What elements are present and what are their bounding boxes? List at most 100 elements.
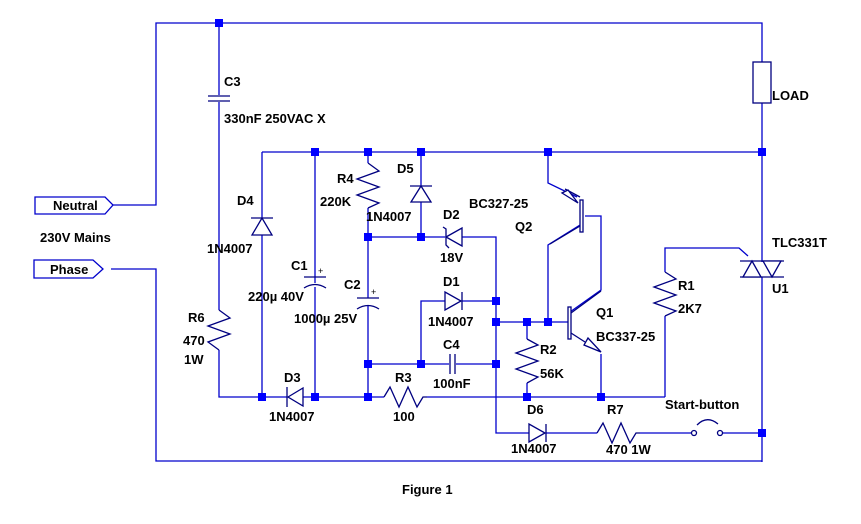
q2-value: BC327-25	[469, 196, 528, 211]
junction	[492, 318, 500, 326]
port-phase-label: Phase	[50, 262, 88, 277]
r3-value: 100	[393, 409, 415, 424]
transistor-q2	[549, 188, 584, 245]
wire-r1-gate	[664, 247, 749, 272]
c1-ref: C1	[291, 258, 308, 273]
transistor-q1	[567, 290, 602, 353]
junction	[364, 360, 372, 368]
figure-caption: Figure 1	[402, 482, 453, 497]
junction	[364, 233, 372, 241]
diode-d3	[286, 386, 304, 408]
r7-ref: R7	[607, 402, 624, 417]
junction	[311, 148, 319, 156]
c2-ref: C2	[344, 277, 361, 292]
svg-text:+: +	[371, 287, 376, 297]
wire-neutral	[113, 22, 763, 206]
start-button-label: Start-button	[665, 397, 739, 412]
q2-ref: Q2	[515, 219, 532, 234]
junction	[523, 318, 531, 326]
junction	[417, 148, 425, 156]
junctions	[215, 19, 766, 437]
d5-ref: D5	[397, 161, 414, 176]
resistor-r7	[596, 421, 640, 445]
diode-d4	[250, 216, 274, 236]
start-button-switch[interactable]	[690, 419, 724, 437]
d2-ref: D2	[443, 207, 460, 222]
junction	[492, 297, 500, 305]
capacitor-c4	[449, 354, 456, 374]
junction	[597, 393, 605, 401]
wire-d2-right	[462, 236, 529, 434]
r4-value: 220K	[320, 194, 352, 209]
resistor-r3	[383, 385, 427, 409]
r3-ref: R3	[395, 370, 412, 385]
r4-ref: R4	[337, 171, 354, 186]
junction	[364, 393, 372, 401]
capacitor-c2: +	[356, 287, 380, 310]
junction	[544, 318, 552, 326]
junction	[364, 148, 372, 156]
triac-u1	[740, 259, 784, 279]
junction	[258, 393, 266, 401]
d3-value: 1N4007	[269, 409, 315, 424]
d6-ref: D6	[527, 402, 544, 417]
diode-d1	[444, 290, 463, 312]
resistor-r2	[514, 338, 540, 384]
c1-value: 220µ 40V	[248, 289, 304, 304]
d2-value: 18V	[440, 250, 463, 265]
d3-ref: D3	[284, 370, 301, 385]
junction	[311, 393, 319, 401]
mains-label: 230V Mains	[40, 230, 111, 245]
port-neutral-label: Neutral	[53, 198, 98, 213]
junction	[544, 148, 552, 156]
load-label: LOAD	[772, 88, 809, 103]
capacitor-c3	[208, 95, 230, 102]
d4-ref: D4	[237, 193, 254, 208]
svg-text:+: +	[318, 266, 323, 276]
c4-value: 100nF	[433, 376, 471, 391]
wire-d1-left	[420, 300, 445, 364]
r7-value: 470 1W	[606, 442, 652, 457]
r6-value: 470	[183, 333, 205, 348]
resistor-r1	[652, 271, 678, 317]
wire-r6-bottom	[218, 350, 250, 398]
junction	[523, 393, 531, 401]
r6-rating: 1W	[184, 352, 204, 367]
resistor-r6	[206, 309, 232, 351]
r2-value: 56K	[540, 366, 564, 381]
u1-value: TLC331T	[772, 235, 827, 250]
wire-phase	[111, 268, 762, 462]
r6-ref: R6	[188, 310, 205, 325]
junction	[758, 148, 766, 156]
d5-value: 1N4007	[366, 209, 412, 224]
labels: C3 330nF 250VAC X LOAD D4 1N4007 R6 470 …	[183, 74, 827, 497]
zener-diode-d2	[442, 226, 463, 249]
u1-ref: U1	[772, 281, 789, 296]
d6-value: 1N4007	[511, 441, 557, 456]
wire-q2-collector	[547, 224, 581, 322]
d1-ref: D1	[443, 274, 460, 289]
wire-q2-base	[569, 215, 602, 313]
r1-value: 2K7	[678, 301, 702, 316]
diode-d5	[409, 184, 433, 203]
port-phase: Phase	[33, 259, 104, 279]
d4-value: 1N4007	[207, 241, 253, 256]
junction	[417, 360, 425, 368]
junction	[492, 360, 500, 368]
port-neutral: Neutral	[34, 196, 114, 215]
q1-ref: Q1	[596, 305, 613, 320]
diode-d6	[528, 422, 547, 444]
c3-value: 330nF 250VAC X	[224, 111, 326, 126]
wire-q2-emitter	[547, 152, 578, 198]
junction	[758, 429, 766, 437]
r2-ref: R2	[540, 342, 557, 357]
c3-ref: C3	[224, 74, 241, 89]
junction	[417, 233, 425, 241]
q1-value: BC337-25	[596, 329, 655, 344]
c2-value: 1000µ 25V	[294, 311, 357, 326]
c4-ref: C4	[443, 337, 460, 352]
load-resistor	[752, 61, 772, 104]
r1-ref: R1	[678, 278, 695, 293]
junction	[215, 19, 223, 27]
